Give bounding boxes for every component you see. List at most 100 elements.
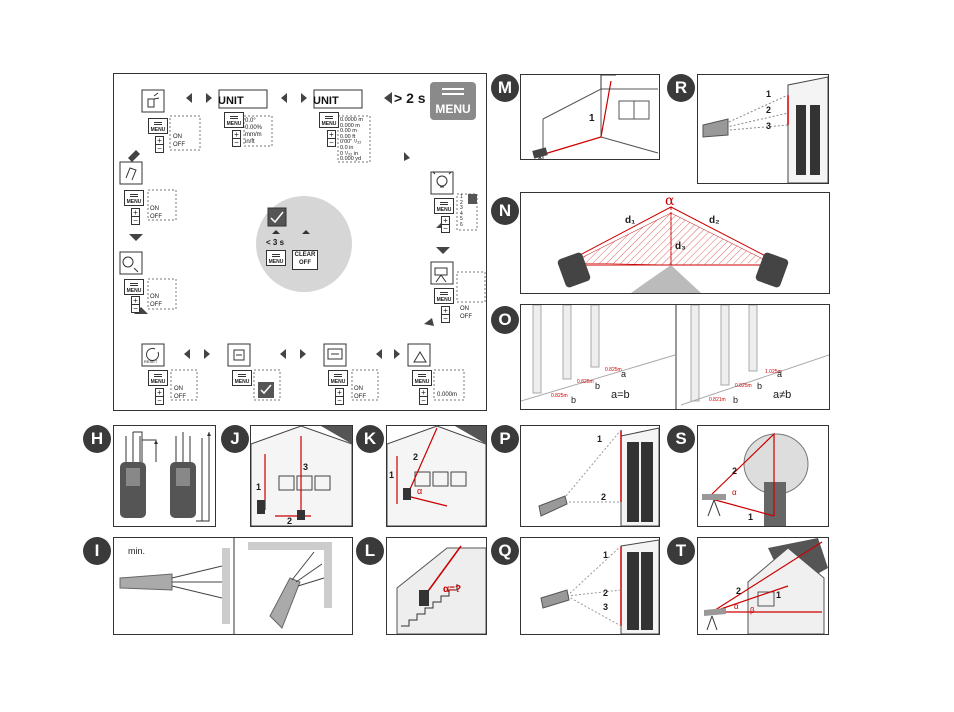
brightness-level[interactable]: 4 bbox=[460, 210, 463, 217]
center-time-label: < 3 s bbox=[266, 238, 285, 247]
panel-q-art bbox=[540, 539, 659, 634]
menu-button[interactable]: MENU bbox=[434, 198, 454, 214]
o-label-b: b bbox=[757, 381, 763, 391]
brightness-level-list: 1 2 3 4 5 6 bbox=[460, 194, 463, 229]
panel-h-art bbox=[120, 431, 211, 522]
minus-button[interactable]: − bbox=[441, 314, 450, 323]
menu-button[interactable]: MENU bbox=[266, 250, 286, 266]
length-unit-list: 0.0000 m 0.000 m 0.00 m 0.00 ft 0'00" ¹/… bbox=[340, 117, 363, 163]
menu-button[interactable]: MENU bbox=[412, 370, 432, 386]
n-alpha: α bbox=[665, 193, 675, 209]
length-unit-item[interactable]: 0.000 yd bbox=[340, 156, 362, 163]
angle-unit-item[interactable]: mm/m bbox=[245, 132, 262, 138]
panel-s: 1 2 α bbox=[697, 425, 829, 527]
s-label-2: 2 bbox=[732, 466, 738, 476]
minus-button[interactable]: − bbox=[155, 396, 164, 405]
menu-button[interactable]: MENU bbox=[148, 370, 168, 386]
t-label-2: 2 bbox=[736, 586, 742, 596]
angle-unit-item[interactable]: 0.00% bbox=[245, 125, 263, 131]
k-alpha: α bbox=[417, 486, 423, 496]
panel-j: 1 2 3 bbox=[250, 425, 353, 527]
length-unit-item[interactable]: 0.000 m bbox=[340, 122, 360, 129]
minus-button[interactable]: − bbox=[419, 396, 428, 405]
on-label: ON bbox=[150, 294, 159, 300]
n-d3: d₃ bbox=[675, 241, 686, 252]
minus-button[interactable]: − bbox=[232, 138, 241, 147]
t-label-1: 1 bbox=[776, 590, 782, 600]
svg-text:0.825m: 0.825m bbox=[735, 383, 752, 389]
panel-r-art bbox=[702, 76, 828, 183]
j-label-1: 1 bbox=[256, 482, 262, 492]
brightness-level[interactable]: 1 bbox=[460, 194, 463, 200]
menu-button[interactable]: MENU bbox=[224, 112, 244, 128]
minus-button[interactable]: − bbox=[441, 224, 450, 233]
panel-g: UNIT UNIT bbox=[113, 73, 487, 411]
panel-r: 1 2 3 bbox=[697, 74, 829, 184]
i-min-label: min. bbox=[128, 546, 146, 556]
t-alpha: α bbox=[734, 602, 739, 611]
r-label-2: 2 bbox=[766, 105, 772, 115]
brightness-level[interactable]: 2 bbox=[460, 199, 463, 206]
off-label: OFF bbox=[354, 394, 366, 400]
panel-s-art bbox=[702, 432, 809, 526]
menu-button[interactable]: MENU bbox=[124, 190, 144, 206]
length-unit-item[interactable]: 0.0 in bbox=[340, 144, 354, 151]
hold-time-label: > 2 s bbox=[394, 90, 426, 106]
length-unit-item[interactable]: 0'00" ¹/₃₂ bbox=[340, 139, 362, 146]
t-beta: β bbox=[750, 606, 755, 615]
menu-button[interactable]: MENU bbox=[148, 118, 168, 134]
panel-k-art bbox=[387, 426, 486, 526]
minus-button[interactable]: − bbox=[335, 396, 344, 405]
menu-button[interactable]: MENU bbox=[328, 370, 348, 386]
minus-button[interactable]: − bbox=[131, 304, 140, 313]
length-unit-item[interactable]: 0.0000 m bbox=[340, 117, 363, 123]
length-unit-item[interactable]: 0.00 m bbox=[340, 128, 357, 135]
length-unit-item[interactable]: 0.00 ft bbox=[340, 133, 356, 140]
o-label-b: b bbox=[733, 395, 739, 405]
on-label: ON bbox=[150, 206, 159, 212]
on-label: ON bbox=[173, 134, 182, 140]
o-label-a-neq-b: a≠b bbox=[773, 389, 792, 401]
clear-off-button[interactable]: CLEAR OFF bbox=[292, 250, 318, 270]
menu-button[interactable]: MENU bbox=[319, 112, 339, 128]
o-label-b: b bbox=[595, 381, 601, 391]
j-label-3: 3 bbox=[303, 462, 309, 472]
panel-h bbox=[113, 425, 216, 527]
brightness-level[interactable]: 5 bbox=[460, 216, 463, 223]
m-label-1: 1 bbox=[589, 113, 595, 124]
angle-unit-item[interactable]: in/ft bbox=[245, 139, 255, 145]
panel-n: α d₁ d₂ d₃ bbox=[520, 192, 830, 294]
j-label-2: 2 bbox=[287, 516, 293, 526]
panel-n-art bbox=[557, 206, 789, 293]
panel-p: 1 2 bbox=[520, 425, 660, 527]
camera-tripod-icon bbox=[430, 261, 454, 285]
brightness-level[interactable]: 3 bbox=[460, 205, 463, 212]
minus-button[interactable]: − bbox=[131, 216, 140, 225]
music-note-icon bbox=[119, 161, 143, 185]
panel-j-art bbox=[251, 426, 352, 526]
menu-button[interactable]: MENU bbox=[232, 370, 252, 386]
angle-unit-item[interactable]: 0.0° bbox=[245, 118, 256, 124]
panel-g-art: UNIT UNIT bbox=[119, 89, 486, 401]
brightness-level[interactable]: 6 bbox=[460, 221, 463, 228]
off-label: OFF bbox=[174, 394, 186, 400]
o-label-a: a bbox=[621, 369, 627, 379]
menu-button[interactable]: MENU bbox=[434, 288, 454, 304]
minus-button[interactable]: − bbox=[155, 144, 164, 153]
panel-label-s: S bbox=[667, 425, 695, 453]
svg-text:0.825m: 0.825m bbox=[551, 393, 568, 399]
length-unit-item[interactable]: 0 ¹/₃₂ in bbox=[340, 150, 359, 157]
menu-big-button[interactable]: MENU bbox=[430, 82, 476, 120]
unit-angle-icon bbox=[218, 89, 268, 109]
s-alpha: α bbox=[732, 488, 737, 497]
on-label: ON bbox=[354, 386, 363, 392]
panel-label-h: H bbox=[83, 425, 111, 453]
panel-label-o: O bbox=[491, 306, 519, 334]
off-label: OFF bbox=[173, 142, 185, 148]
menu-button[interactable]: MENU bbox=[124, 279, 144, 295]
panel-label-i: I bbox=[83, 537, 111, 565]
k-label-2: 2 bbox=[413, 452, 419, 462]
minus-button[interactable]: − bbox=[327, 138, 336, 147]
menu-big-label: MENU bbox=[435, 102, 471, 116]
